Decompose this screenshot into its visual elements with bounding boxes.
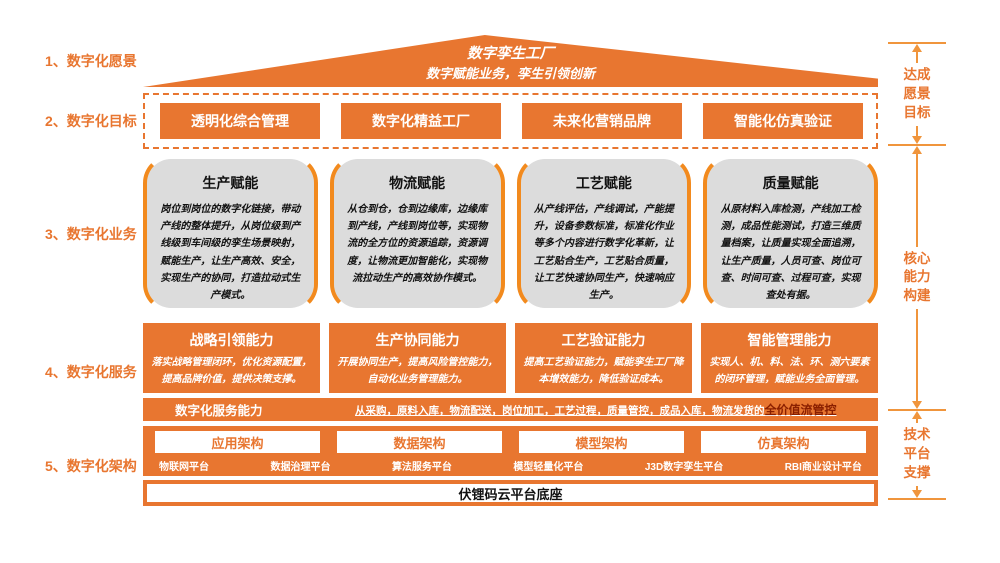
tick-line xyxy=(888,144,946,147)
architecture-block: 应用架构 数据架构 模型架构 仿真架构 物联网平台 数据治理平台 算法服务平台 … xyxy=(143,426,878,476)
measure-section-vision-goals: 达成 愿景 目标 xyxy=(878,44,956,145)
business-card-body: 从原材料入库检测，产线加工检测，成品性能测试，打造三维质量档案，让质量实现全面追… xyxy=(720,204,861,301)
measure-label: 达成 愿景 目标 xyxy=(904,63,931,126)
arrow-down-icon xyxy=(912,490,922,498)
goal-button: 未来化营销品牌 xyxy=(522,103,682,139)
arrow-up-icon xyxy=(912,146,922,155)
tick-line xyxy=(888,42,946,44)
service-card-title: 生产协同能力 xyxy=(375,332,460,348)
service-card: 战略引领能力 落实战略管理闭环，优化资源配置，提高品牌价值，提供决策支撑。 xyxy=(143,323,320,393)
service-card-body: 开展协同生产，提高风险管控能力，自动化业务管理能力。 xyxy=(337,357,498,385)
tick-line xyxy=(888,409,946,412)
measure-label: 技术 平台 支撑 xyxy=(904,423,931,486)
measure-label-line: 平台 xyxy=(903,446,931,462)
platform-label: 物联网平台 xyxy=(159,462,209,473)
measure-label-line: 核心 xyxy=(903,250,931,266)
arrow-line xyxy=(916,154,918,247)
vision-title: 数字孪生工厂 xyxy=(467,46,554,62)
arrow-line xyxy=(916,52,918,63)
business-card-title: 质量赋能 xyxy=(762,175,819,191)
cloud-platform-base: 伏锂码云平台底座 xyxy=(143,480,878,506)
arrow-line xyxy=(916,486,918,490)
arrow-down-icon xyxy=(912,136,922,145)
left-label-architecture: 5、数字化架构 xyxy=(45,458,137,474)
row-vision: 1、数字化愿景 数字孪生工厂 数字赋能业务，孪生引领创新 xyxy=(45,35,878,87)
business-card: 工艺赋能 从产线评估，产线调试，产能提升，设备参数标准，标准化作业等多个内容进行… xyxy=(516,155,692,312)
architecture-platforms: 物联网平台 数据治理平台 算法服务平台 模型轻量化平台 J3D数字孪生平台 RB… xyxy=(155,453,866,473)
measure-label-line: 愿景 xyxy=(903,85,931,101)
left-label-business: 3、数字化业务 xyxy=(45,225,137,242)
measure-label-line: 目标 xyxy=(903,104,931,120)
architecture-tab: 数据架构 xyxy=(337,431,502,453)
arrow-line xyxy=(916,309,918,402)
row-business: 3、数字化业务 生产赋能 岗位到岗位的数字化链接，带动产线的整体提升，从岗位级到… xyxy=(45,155,878,312)
left-label-goals: 2、数字化目标 xyxy=(45,113,137,129)
architecture-tab: 应用架构 xyxy=(155,431,320,453)
row-architecture: 5、数字化架构 应用架构 数据架构 模型架构 仿真架构 物联网平台 数据治理平台… xyxy=(45,426,878,506)
goals-dashed-box: 透明化综合管理 数字化精益工厂 未来化营销品牌 智能化仿真验证 xyxy=(143,93,878,149)
business-card-body: 从产线评估，产线调试，产能提升，设备参数标准，标准化作业等多个内容进行数字化革新… xyxy=(533,204,674,301)
architecture-tabs: 应用架构 数据架构 模型架构 仿真架构 xyxy=(155,431,866,453)
measure-label-line: 能力 xyxy=(903,269,931,285)
measure-label-line: 支撑 xyxy=(903,465,931,481)
service-card-title: 工艺验证能力 xyxy=(561,332,646,348)
business-card: 质量赋能 从原材料入库检测，产线加工检测，成品性能测试，打造三维质量档案，让质量… xyxy=(703,155,878,312)
service-card-title: 战略引领能力 xyxy=(189,332,274,348)
architecture-tab: 仿真架构 xyxy=(701,431,866,453)
service-card-body: 实现人、机、料、法、环、测六要素的闭环管理，赋能业务全面管理。 xyxy=(709,357,870,385)
service-cards: 战略引领能力 落实战略管理闭环，优化资源配置，提高品牌价值，提供决策支撑。 生产… xyxy=(143,323,878,393)
business-card: 物流赋能 从仓到仓，仓到边缘库，边缘库到产线，产线到岗位等，实现物流的全方位的资… xyxy=(329,155,505,312)
cloud-platform-base-label: 伏锂码云平台底座 xyxy=(458,486,563,502)
measure-section-core-capability: 核心 能力 构建 xyxy=(878,146,956,410)
architecture-tab: 模型架构 xyxy=(519,431,684,453)
service-card-body: 落实战略管理闭环，优化资源配置，提高品牌价值，提供决策支撑。 xyxy=(151,357,312,385)
arrow-up-icon xyxy=(912,44,922,52)
business-card-title: 物流赋能 xyxy=(389,175,446,191)
arrow-line xyxy=(916,419,918,424)
goal-button: 透明化综合管理 xyxy=(160,103,320,139)
goal-button: 智能化仿真验证 xyxy=(703,103,863,139)
service-card: 智能管理能力 实现人、机、料、法、环、测六要素的闭环管理，赋能业务全面管理。 xyxy=(701,323,878,393)
service-capability-bar: 数字化服务能力 从采购，原料入库，物流配送，岗位加工，工艺过程，质量管控，成品入… xyxy=(143,398,878,421)
business-cards: 生产赋能 岗位到岗位的数字化链接，带动产线的整体提升，从岗位级到产线级到车间级的… xyxy=(143,155,878,312)
service-bar-text: 从采购，原料入库，物流配送，岗位加工，工艺过程，质量管控，成品入库，物流发货的全… xyxy=(355,401,837,418)
service-card: 生产协同能力 开展协同生产，提高风险管控能力，自动化业务管理能力。 xyxy=(329,323,506,393)
vision-subtitle: 数字赋能业务，孪生引领创新 xyxy=(425,66,595,81)
platform-label: 算法服务平台 xyxy=(391,462,452,473)
architecture-content: 应用架构 数据架构 模型架构 仿真架构 物联网平台 数据治理平台 算法服务平台 … xyxy=(143,426,878,506)
business-card: 生产赋能 岗位到岗位的数字化链接，带动产线的整体提升，从岗位级到产线级到车间级的… xyxy=(143,155,318,312)
service-card-title: 智能管理能力 xyxy=(747,332,832,348)
platform-label: RBI商业设计平台 xyxy=(784,462,862,473)
platform-label: J3D数字孪生平台 xyxy=(644,462,724,473)
left-label-services: 4、数字化服务 xyxy=(45,364,137,380)
business-card-body: 从仓到仓，仓到边缘库，边缘库到产线，产线到岗位等，实现物流的全方位的资源追踪，资… xyxy=(347,204,488,284)
measure-label-line: 构建 xyxy=(903,288,931,304)
arrow-down-icon xyxy=(912,401,922,410)
measure-label: 核心 能力 构建 xyxy=(904,247,931,310)
diagram-rows: 1、数字化愿景 数字孪生工厂 数字赋能业务，孪生引领创新 2、数字化目标 透明化… xyxy=(45,35,878,506)
row-goals: 2、数字化目标 透明化综合管理 数字化精益工厂 未来化营销品牌 智能化仿真验证 xyxy=(45,93,878,149)
measure-section-tech-platform: 技术 平台 支撑 xyxy=(878,411,956,498)
arrow-line xyxy=(916,125,918,137)
service-bar-label: 数字化服务能力 xyxy=(175,404,263,418)
platform-label: 数据治理平台 xyxy=(270,462,331,473)
service-bar-text-main: 从采购，原料入库，物流配送，岗位加工，工艺过程，质量管控，成品入库，物流发货的 xyxy=(355,405,765,417)
service-card: 工艺验证能力 提高工艺验证能力，赋能孪生工厂降本增效能力，降低验证成本。 xyxy=(515,323,692,393)
vision-roof-shape: 数字孪生工厂 数字赋能业务，孪生引领创新 xyxy=(143,35,878,87)
measure-label-line: 达成 xyxy=(903,66,931,82)
right-measure-column: 达成 愿景 目标 核心 能力 构建 技术 平台 xyxy=(878,42,956,500)
platform-label: 模型轻量化平台 xyxy=(513,462,584,473)
arrow-up-icon xyxy=(912,411,922,420)
measure-label-line: 技术 xyxy=(903,427,931,443)
service-bar-highlight: 全价值流管控 xyxy=(764,403,837,417)
goal-button: 数字化精益工厂 xyxy=(341,103,501,139)
row-services: 4、数字化服务 战略引领能力 落实战略管理闭环，优化资源配置，提高品牌价值，提供… xyxy=(45,323,878,421)
services-content: 战略引领能力 落实战略管理闭环，优化资源配置，提高品牌价值，提供决策支撑。 生产… xyxy=(143,323,878,421)
tick-line xyxy=(888,498,946,500)
business-card-title: 工艺赋能 xyxy=(575,175,632,191)
business-card-body: 岗位到岗位的数字化链接，带动产线的整体提升，从岗位级到产线级到车间级的孪生场景映… xyxy=(160,204,301,301)
service-card-body: 提高工艺验证能力，赋能孪生工厂降本增效能力，降低验证成本。 xyxy=(523,357,684,385)
business-card-title: 生产赋能 xyxy=(202,175,259,191)
left-label-vision: 1、数字化愿景 xyxy=(45,53,137,69)
